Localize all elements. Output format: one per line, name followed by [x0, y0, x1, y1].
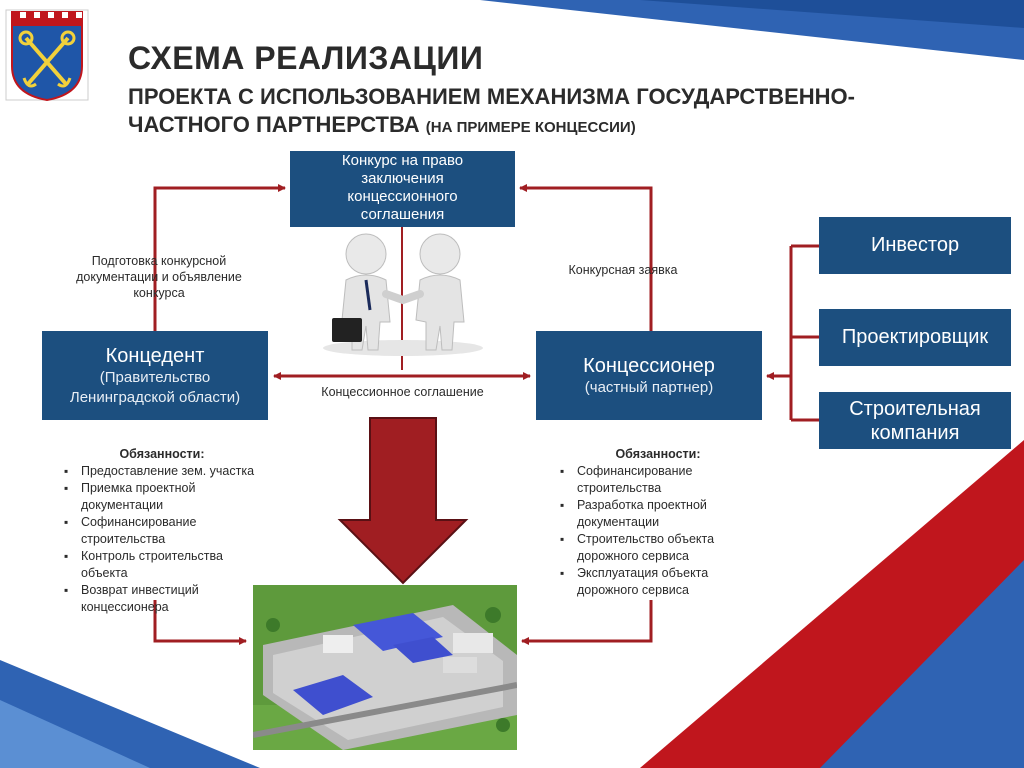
list-item: Эксплуатация объекта дорожного сервиса [558, 565, 758, 599]
edge-right-duties-to-render [521, 600, 653, 645]
concessionaire-duties-heading: Обязанности: [615, 447, 701, 461]
grantor-box: Концедент (Правительство Ленинградской о… [42, 331, 268, 420]
contest-label: Конкурс на право заключения концессионно… [341, 152, 464, 223]
designer-box: Проектировщик [819, 309, 1011, 366]
concessionaire-duties-list: Софинансирование строительства Разработк… [558, 463, 758, 599]
preparation-label: Подготовка конкурсной документации и объ… [76, 254, 242, 300]
list-item: Возврат инвестиций концессионера [62, 582, 262, 616]
builder-box: Строительная компания [819, 392, 1011, 449]
coat-of-arms-icon [5, 9, 89, 102]
investor-box: Инвестор [819, 217, 1011, 274]
grantor-detail: (Правительство Ленинградской области) [69, 368, 241, 406]
grantor-duties-heading: Обязанности: [119, 447, 205, 461]
concessionaire-title: Концессионер [583, 354, 715, 377]
edge-concessionaire-to-contest [519, 184, 653, 331]
list-item: Строительство объекта дорожного сервиса [558, 531, 758, 565]
top-blue-band-dark [640, 0, 1024, 28]
list-item: Софинансирование строительства [558, 463, 758, 497]
investor-label: Инвестор [870, 234, 960, 256]
grantor-duties: Обязанности: Предоставление зем. участка… [62, 446, 262, 616]
concessionaire-detail: (частный партнер) [584, 378, 714, 396]
list-item: Контроль строительства объекта [62, 548, 262, 582]
list-item: Разработка проектной документации [558, 497, 758, 531]
bottom-left-light-band [0, 700, 150, 768]
handshake-figures-icon [323, 233, 483, 356]
list-item: Предоставление зем. участка [62, 463, 262, 480]
page-subtitle-line2-text: ЧАСТНОГО ПАРТНЕРСТВА [128, 112, 420, 137]
building-render-icon [253, 585, 517, 750]
grantor-duties-list: Предоставление зем. участка Приемка прое… [62, 463, 262, 616]
builder-label: Строительная компания [849, 397, 981, 444]
list-item: Приемка проектной документации [62, 480, 262, 514]
edge-grantor-to-contest [153, 184, 286, 331]
designer-label: Проектировщик [841, 326, 989, 348]
grantor-title: Концедент [105, 344, 205, 367]
contest-box: Конкурс на право заключения концессионно… [290, 151, 515, 227]
page-subtitle-line1: ПРОЕКТА С ИСПОЛЬЗОВАНИЕМ МЕХАНИЗМА ГОСУД… [128, 84, 855, 109]
agreement-label: Концессионное соглашение [321, 385, 484, 399]
concessionaire-box: Концессионер (частный партнер) [536, 331, 762, 420]
application-label: Конкурсная заявка [568, 263, 678, 277]
page-subtitle-line2: ЧАСТНОГО ПАРТНЕРСТВА (НА ПРИМЕРЕ КОНЦЕСС… [128, 112, 636, 138]
page-title: СХЕМА РЕАЛИЗАЦИИ [128, 40, 484, 76]
concessionaire-duties: Обязанности: Софинансирование строительс… [558, 446, 758, 599]
page-subtitle-paren: (НА ПРИМЕРЕ КОНЦЕССИИ) [425, 119, 636, 136]
bottom-right-blue-band [820, 560, 1024, 768]
list-item: Софинансирование строительства [62, 514, 262, 548]
down-arrow-icon [337, 417, 469, 585]
